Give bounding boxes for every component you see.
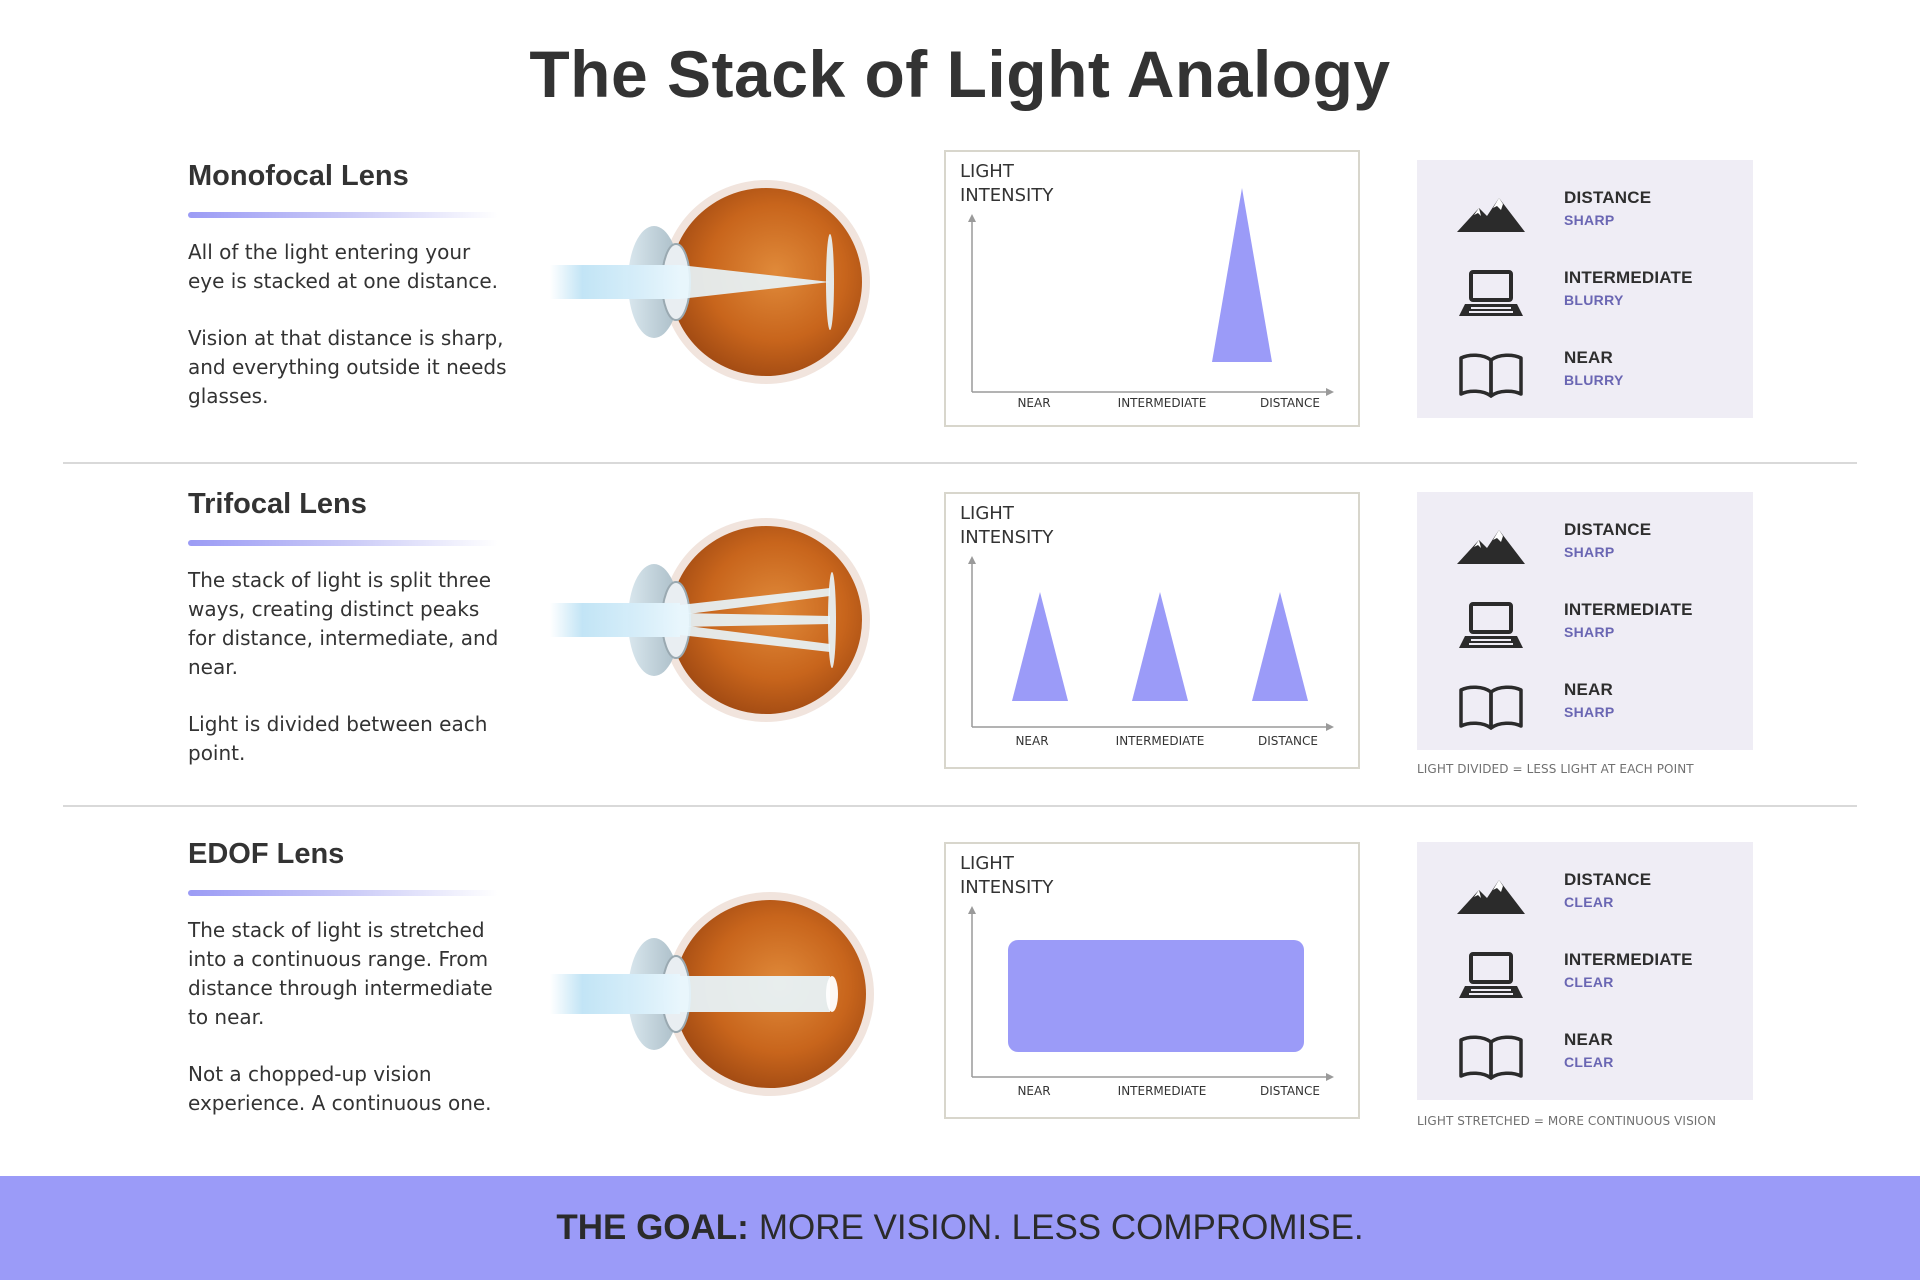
status-row-near: NEAR CLEAR: [1417, 1024, 1753, 1094]
laptop-icon: [1459, 952, 1523, 998]
x-tick-near: NEAR: [1017, 1084, 1051, 1098]
status-value: CLEAR: [1564, 1054, 1614, 1070]
desc-paragraph: The stack of light is split three ways, …: [188, 568, 499, 679]
status-row-distance: DISTANCE CLEAR: [1417, 864, 1753, 934]
desc-paragraph: The stack of light is stretched into a c…: [188, 918, 493, 1029]
section-monofocal: Monofocal Lens All of the light entering…: [0, 150, 1920, 490]
lens-description: The stack of light is split three ways, …: [188, 566, 508, 796]
laptop-icon: [1459, 270, 1523, 316]
goal-label: THE GOAL:: [556, 1208, 749, 1247]
title-underline: [188, 540, 498, 546]
status-value: SHARP: [1564, 624, 1615, 640]
status-row-intermediate: INTERMEDIATE BLURRY: [1417, 262, 1753, 332]
mountain-icon: [1457, 198, 1525, 232]
distance-peak: [1252, 592, 1308, 701]
status-name: DISTANCE: [1564, 870, 1652, 889]
title-underline: [188, 890, 498, 896]
status-value: SHARP: [1564, 704, 1615, 720]
x-tick-intermediate: INTERMEDIATE: [1115, 734, 1205, 748]
y-axis-arrow: [968, 906, 976, 914]
vision-status-panel: DISTANCE SHARP INTERMEDIATE SHARP NEAR S…: [1417, 492, 1753, 750]
status-name: NEAR: [1564, 348, 1613, 367]
y-axis-arrow: [968, 214, 976, 222]
x-axis-arrow: [1326, 388, 1334, 396]
y-axis-label: LIGHT INTENSITY: [960, 503, 1054, 548]
y-axis-label: LIGHT INTENSITY: [960, 161, 1054, 206]
mountain-icon: [1457, 880, 1525, 914]
status-row-intermediate: INTERMEDIATE CLEAR: [1417, 944, 1753, 1014]
status-row-near: NEAR BLURRY: [1417, 342, 1753, 412]
status-value: BLURRY: [1564, 372, 1624, 388]
y-axis-label: LIGHT INTENSITY: [960, 853, 1054, 898]
light-intensity-chart: LIGHT INTENSITY NEAR INTERMEDIATE DISTAN…: [944, 150, 1360, 427]
desc-paragraph: All of the light entering your eye is st…: [188, 240, 499, 293]
lens-title: Monofocal Lens: [188, 160, 409, 192]
status-row-distance: DISTANCE SHARP: [1417, 182, 1753, 252]
light-intensity-chart: LIGHT INTENSITY NEAR INTERMEDIATE DISTAN…: [944, 492, 1360, 769]
x-tick-intermediate: INTERMEDIATE: [1117, 396, 1207, 410]
x-tick-near: NEAR: [1017, 396, 1051, 410]
lens-title: EDOF Lens: [188, 838, 345, 870]
vision-status-panel: DISTANCE CLEAR INTERMEDIATE CLEAR NEAR C…: [1417, 842, 1753, 1100]
lens-title: Trifocal Lens: [188, 488, 367, 520]
eye-illustration: [550, 518, 870, 722]
eye-illustration: [550, 180, 870, 384]
mountain-icon: [1457, 530, 1525, 564]
goal-text: MORE VISION. LESS COMPROMISE.: [758, 1208, 1364, 1247]
status-value: CLEAR: [1564, 974, 1614, 990]
status-name: INTERMEDIATE: [1564, 950, 1693, 969]
status-name: DISTANCE: [1564, 188, 1652, 207]
laptop-icon: [1459, 602, 1523, 648]
status-value: SHARP: [1564, 544, 1615, 560]
section-trifocal: Trifocal Lens The stack of light is spli…: [0, 488, 1920, 818]
vision-status-panel: DISTANCE SHARP INTERMEDIATE BLURRY NEAR …: [1417, 160, 1753, 418]
desc-paragraph: Vision at that distance is sharp, and ev…: [188, 326, 507, 408]
status-name: NEAR: [1564, 1030, 1613, 1049]
eye-illustration: [550, 892, 874, 1096]
status-name: DISTANCE: [1564, 520, 1652, 539]
x-axis-arrow: [1326, 1073, 1334, 1081]
y-axis-arrow: [968, 556, 976, 564]
lens-description: The stack of light is stretched into a c…: [188, 916, 508, 1146]
section-divider: [63, 805, 1857, 807]
section-edof: EDOF Lens The stack of light is stretche…: [0, 838, 1920, 1168]
status-value: BLURRY: [1564, 292, 1624, 308]
light-intensity-chart: LIGHT INTENSITY NEAR INTERMEDIATE DISTAN…: [944, 842, 1360, 1119]
book-icon: [1459, 685, 1523, 730]
book-icon: [1459, 1035, 1523, 1080]
chart-note: LIGHT STRETCHED = MORE CONTINUOUS VISION: [1417, 1114, 1717, 1128]
status-row-distance: DISTANCE SHARP: [1417, 514, 1753, 584]
x-tick-distance: DISTANCE: [1260, 1084, 1320, 1098]
title-underline: [188, 212, 498, 218]
status-value: CLEAR: [1564, 894, 1614, 910]
distance-peak: [1212, 188, 1272, 362]
desc-paragraph: Light is divided between each point.: [188, 712, 488, 765]
book-icon: [1459, 353, 1523, 398]
x-tick-distance: DISTANCE: [1260, 396, 1320, 410]
status-row-intermediate: INTERMEDIATE SHARP: [1417, 594, 1753, 664]
page-title: The Stack of Light Analogy: [529, 37, 1391, 111]
intermediate-peak: [1132, 592, 1188, 701]
status-name: NEAR: [1564, 680, 1613, 699]
x-axis-arrow: [1326, 723, 1334, 731]
x-tick-near: NEAR: [1015, 734, 1049, 748]
x-tick-distance: DISTANCE: [1258, 734, 1318, 748]
status-name: INTERMEDIATE: [1564, 268, 1693, 287]
status-row-near: NEAR SHARP: [1417, 674, 1753, 744]
desc-paragraph: Not a chopped-up vision experience. A co…: [188, 1062, 492, 1115]
section-divider: [63, 462, 1857, 464]
x-tick-intermediate: INTERMEDIATE: [1117, 1084, 1207, 1098]
goal-banner: THE GOAL: MORE VISION. LESS COMPROMISE.: [0, 1176, 1920, 1280]
lens-description: All of the light entering your eye is st…: [188, 238, 508, 439]
near-peak: [1012, 592, 1068, 701]
status-name: INTERMEDIATE: [1564, 600, 1693, 619]
chart-note: LIGHT DIVIDED = LESS LIGHT AT EACH POINT: [1417, 762, 1694, 776]
continuous-range-block: [1008, 940, 1304, 1052]
status-value: SHARP: [1564, 212, 1615, 228]
